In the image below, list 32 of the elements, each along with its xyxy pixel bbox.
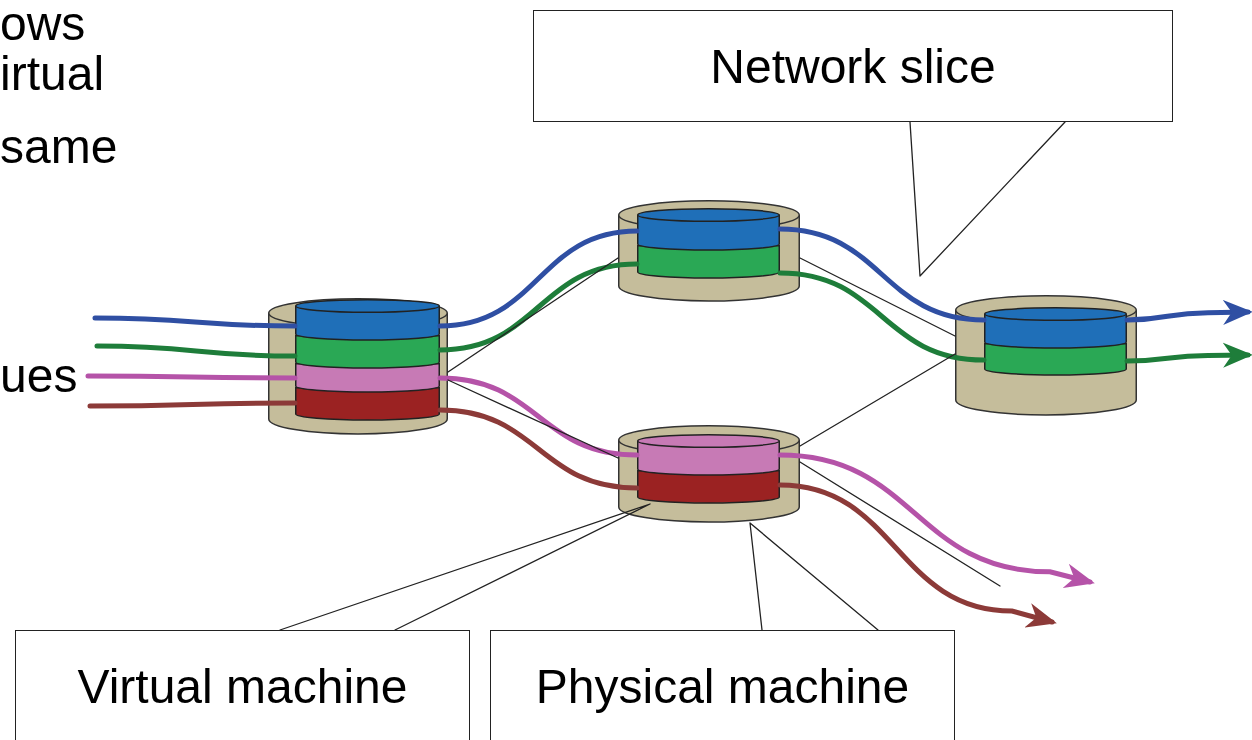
callout-pointer xyxy=(749,522,879,631)
network-link-line xyxy=(799,353,956,447)
callout-box xyxy=(490,630,955,740)
flow-arrow xyxy=(777,452,1095,588)
text-fragment: same xyxy=(0,123,118,171)
callout-box xyxy=(533,10,1173,122)
callout-box xyxy=(15,630,470,740)
flow-line xyxy=(777,270,987,363)
callout-pointer xyxy=(909,121,1066,277)
callout-pointer xyxy=(279,503,651,631)
flow-line xyxy=(437,407,640,491)
network-link-line xyxy=(799,257,956,337)
flow-line xyxy=(92,315,298,329)
callout-text: Physical machine xyxy=(535,661,910,714)
flow-line xyxy=(437,375,640,458)
flow-line xyxy=(87,400,298,409)
flow-line xyxy=(777,226,987,323)
flow-line xyxy=(85,373,298,381)
flow-arrow xyxy=(1124,342,1252,368)
network-link-line xyxy=(799,461,1001,587)
callout-text: Network slice xyxy=(710,41,996,94)
flow-arrow xyxy=(777,482,1057,628)
network-link-line xyxy=(447,257,619,373)
flow-line xyxy=(94,343,298,359)
flow-line xyxy=(437,261,640,353)
callout-text: Virtual machine xyxy=(77,661,408,714)
text-fragment: ows xyxy=(0,0,86,48)
network-link-line xyxy=(447,379,619,459)
text-fragment: ues xyxy=(0,352,78,400)
text-fragment: irtual xyxy=(0,50,105,98)
flow-line xyxy=(437,228,640,329)
flow-arrow xyxy=(1124,299,1252,325)
